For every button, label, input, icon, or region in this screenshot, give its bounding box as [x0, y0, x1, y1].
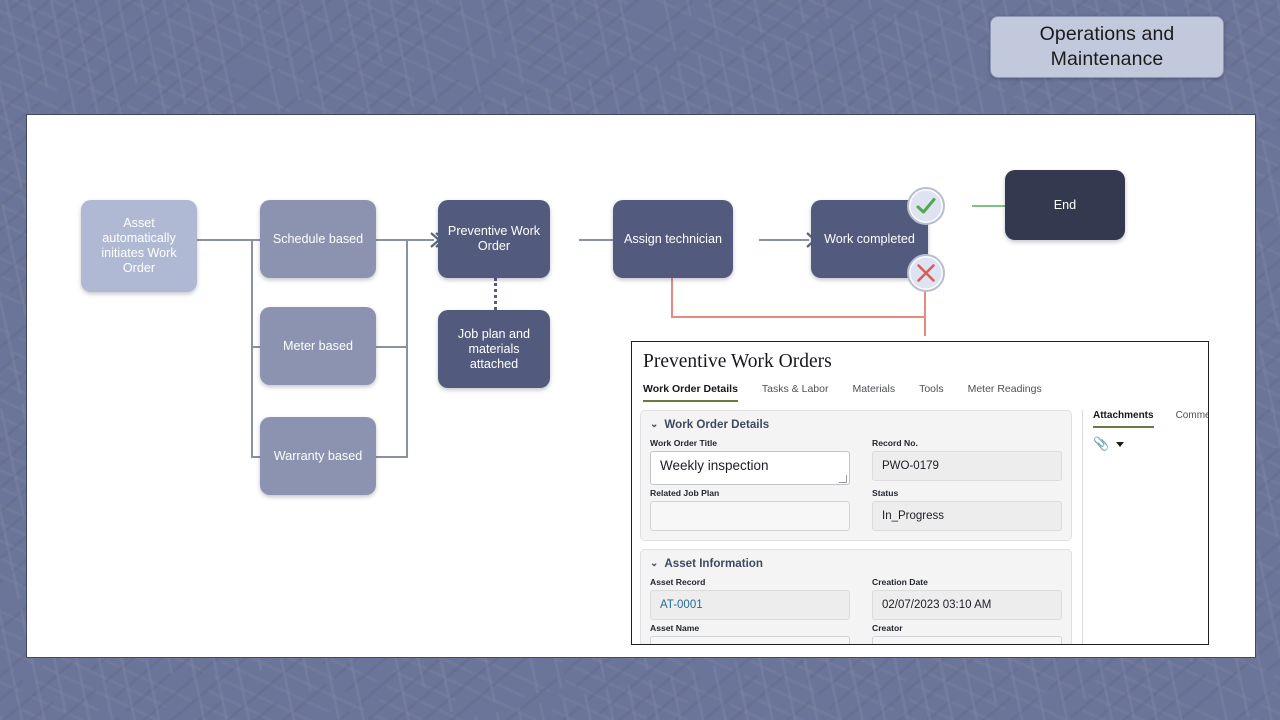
tab-materials[interactable]: Materials	[852, 383, 896, 395]
flow-node-preventive-work-order[interactable]: Preventive Work Order	[438, 200, 550, 278]
section-work-order-details: ⌄ Work Order Details Work Order Title We…	[640, 410, 1072, 541]
flow-node-job-plan[interactable]: Job plan and materials attached	[438, 310, 550, 388]
section-header[interactable]: ⌄ Asset Information	[650, 557, 1062, 570]
edge-start-to-bus	[197, 239, 254, 241]
edge-vertical-bus	[251, 239, 253, 458]
slide-canvas: Asset automatically initiates Work Order…	[26, 114, 1256, 658]
side-panel: Attachments Comme 📎	[1082, 410, 1208, 644]
flow-node-label: End	[1053, 197, 1077, 212]
form-title: Preventive Work Orders	[643, 351, 832, 372]
flow-node-warranty[interactable]: Warranty based	[260, 417, 376, 495]
tab-work-order-details[interactable]: Work Order Details	[643, 383, 738, 402]
flow-node-label: Asset automatically initiates Work Order	[101, 216, 177, 275]
field-record-no[interactable]: PWO-0179	[872, 451, 1062, 481]
flow-node-label: Job plan and materials attached	[457, 326, 531, 371]
flow-node-end[interactable]: End	[1005, 170, 1125, 240]
flow-node-label: Schedule based	[272, 231, 364, 246]
flow-node-label: Preventive Work Order	[447, 224, 541, 253]
field-creation-date[interactable]: 02/07/2023 03:10 AM	[872, 590, 1062, 620]
field-creator[interactable]	[872, 636, 1062, 644]
side-panel-tab-bar: Attachments Comme	[1093, 410, 1208, 428]
edge-failure-up-to-assign	[671, 276, 673, 317]
paperclip-icon[interactable]: 📎	[1093, 436, 1110, 451]
tab-tools[interactable]: Tools	[919, 383, 944, 395]
flow-node-assign-technician[interactable]: Assign technician	[613, 200, 733, 278]
field-work-order-title[interactable]: Weekly inspection	[650, 451, 850, 485]
section-header[interactable]: ⌄ Work Order Details	[650, 418, 1062, 431]
field-label-record-no: Record No.	[872, 438, 918, 448]
tab-meter-readings[interactable]: Meter Readings	[967, 383, 1042, 395]
edge-schedule-out	[375, 239, 408, 241]
tab-attachments[interactable]: Attachments	[1093, 410, 1154, 428]
field-asset-record[interactable]: AT-0001	[650, 590, 850, 620]
field-label-work-order-title: Work Order Title	[650, 438, 718, 448]
field-label-creator: Creator	[872, 623, 903, 633]
edge-warranty-out	[375, 456, 408, 458]
chevron-down-icon: ⌄	[650, 558, 659, 569]
form-tab-bar: Work Order Details Tasks & Labor Materia…	[632, 373, 1208, 402]
flow-node-schedule[interactable]: Schedule based	[260, 200, 376, 278]
preventive-work-orders-panel: Preventive Work Orders Work Order Detail…	[631, 341, 1209, 645]
field-label-related-job-plan: Related Job Plan	[650, 488, 720, 498]
edge-collector-bus	[406, 239, 408, 458]
status-marker-failure[interactable]	[907, 254, 945, 292]
field-label-status: Status	[872, 488, 899, 498]
resize-handle-icon[interactable]	[839, 475, 847, 483]
edge-assign-to-completed	[759, 239, 809, 241]
tab-tasks-labor[interactable]: Tasks & Labor	[761, 383, 829, 395]
field-value: Weekly inspection	[660, 458, 769, 473]
slide-title-badge: Operations and Maintenance	[990, 16, 1224, 78]
edge-collector-to-pwo	[406, 239, 434, 241]
edge-pwo-to-jobplan-dotted	[494, 278, 497, 322]
flow-node-label: Meter based	[282, 338, 353, 353]
edge-pwo-to-assign	[579, 239, 627, 241]
edge-meter-out	[375, 346, 408, 348]
form-main-column: ⌄ Work Order Details Work Order Title We…	[640, 410, 1072, 644]
section-title: Asset Information	[664, 557, 763, 570]
attachments-toolbar: 📎	[1093, 436, 1200, 452]
field-label-asset-record: Asset Record	[650, 577, 706, 587]
field-label-asset-name: Asset Name	[650, 623, 700, 633]
chevron-down-icon[interactable]	[1116, 441, 1125, 447]
check-icon	[916, 198, 936, 214]
edge-failure-back	[671, 316, 926, 318]
status-marker-success[interactable]	[907, 187, 945, 225]
section-asset-information: ⌄ Asset Information Asset Record AT-0001…	[640, 549, 1072, 644]
edge-success-to-end	[972, 205, 1020, 207]
page-title: Operations and Maintenance	[1039, 23, 1175, 70]
field-label-creation-date: Creation Date	[872, 577, 928, 587]
field-value: 02/07/2023 03:10 AM	[882, 599, 992, 611]
form-body: ⌄ Work Order Details Work Order Title We…	[632, 402, 1208, 644]
edge-failure-down	[924, 290, 926, 336]
flow-node-label: Warranty based	[273, 448, 363, 463]
field-value: In_Progress	[882, 510, 945, 522]
field-value: PWO-0179	[882, 460, 939, 472]
field-related-job-plan[interactable]	[650, 501, 850, 531]
flow-node-label: Work completed	[824, 231, 915, 246]
flow-node-meter[interactable]: Meter based	[260, 307, 376, 385]
field-asset-name[interactable]	[650, 636, 850, 644]
section-title: Work Order Details	[664, 418, 770, 431]
chevron-down-icon: ⌄	[650, 419, 659, 430]
cross-icon	[917, 264, 935, 282]
flow-node-start[interactable]: Asset automatically initiates Work Order	[81, 200, 197, 292]
field-value: AT-0001	[660, 599, 703, 611]
field-status[interactable]: In_Progress	[872, 501, 1062, 531]
tab-comments[interactable]: Comme	[1175, 410, 1209, 421]
flow-node-label: Assign technician	[623, 231, 722, 246]
